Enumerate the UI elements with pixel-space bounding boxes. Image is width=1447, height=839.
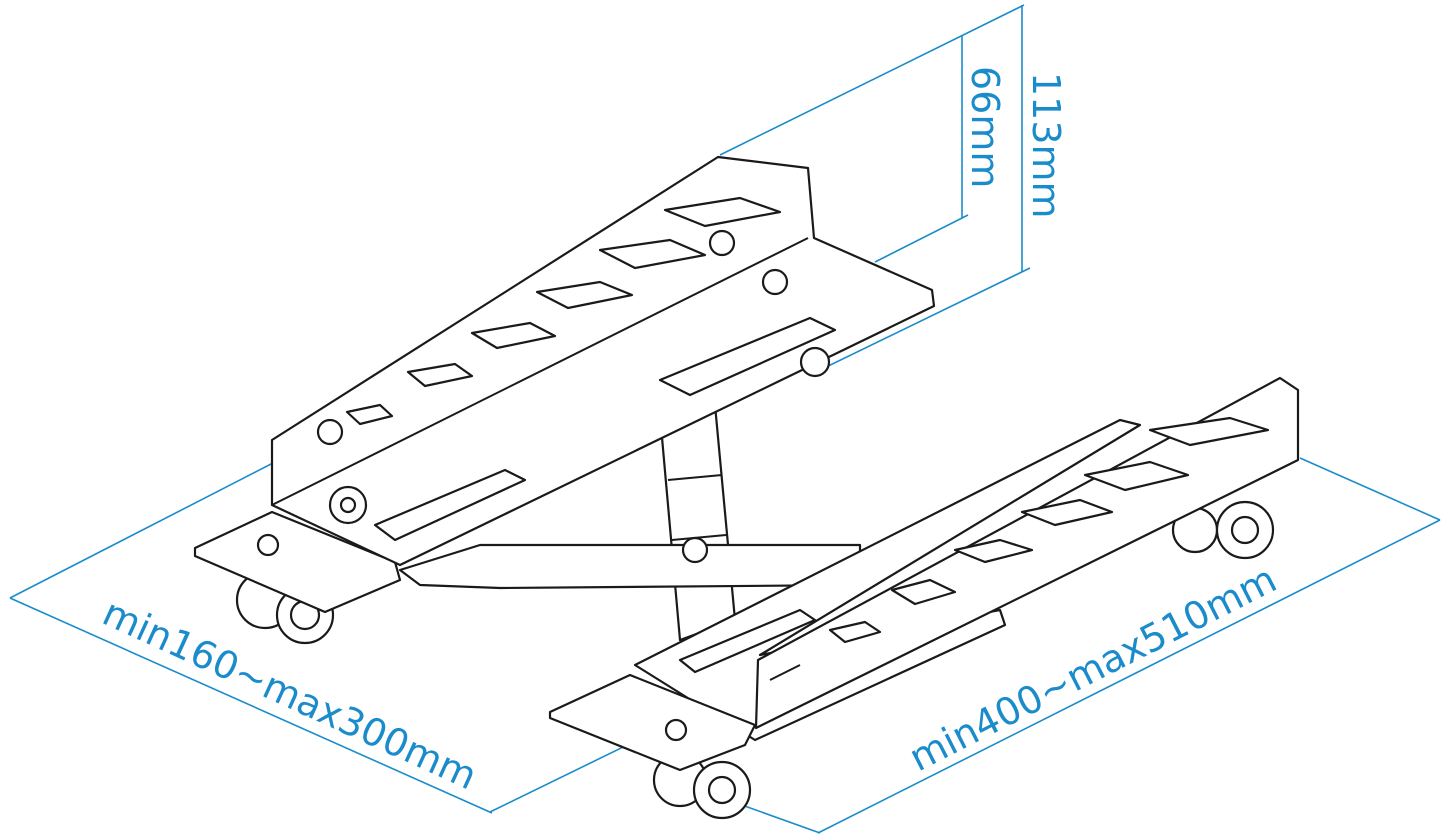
height-66-label: 66mm bbox=[963, 66, 1007, 188]
width-left-extension bbox=[9, 461, 276, 599]
height-top-extension bbox=[719, 4, 1025, 156]
height-bottom-extension bbox=[819, 267, 1031, 371]
length-dimension-line bbox=[817, 519, 1441, 834]
right-tray bbox=[548, 376, 1300, 820]
left-tray bbox=[193, 155, 936, 645]
width-dimension-line bbox=[9, 597, 493, 814]
height-66-extension bbox=[874, 214, 969, 263]
height-113-label: 113mm bbox=[1024, 72, 1068, 219]
length-right-extension bbox=[1299, 457, 1441, 521]
x-frame bbox=[398, 403, 862, 642]
